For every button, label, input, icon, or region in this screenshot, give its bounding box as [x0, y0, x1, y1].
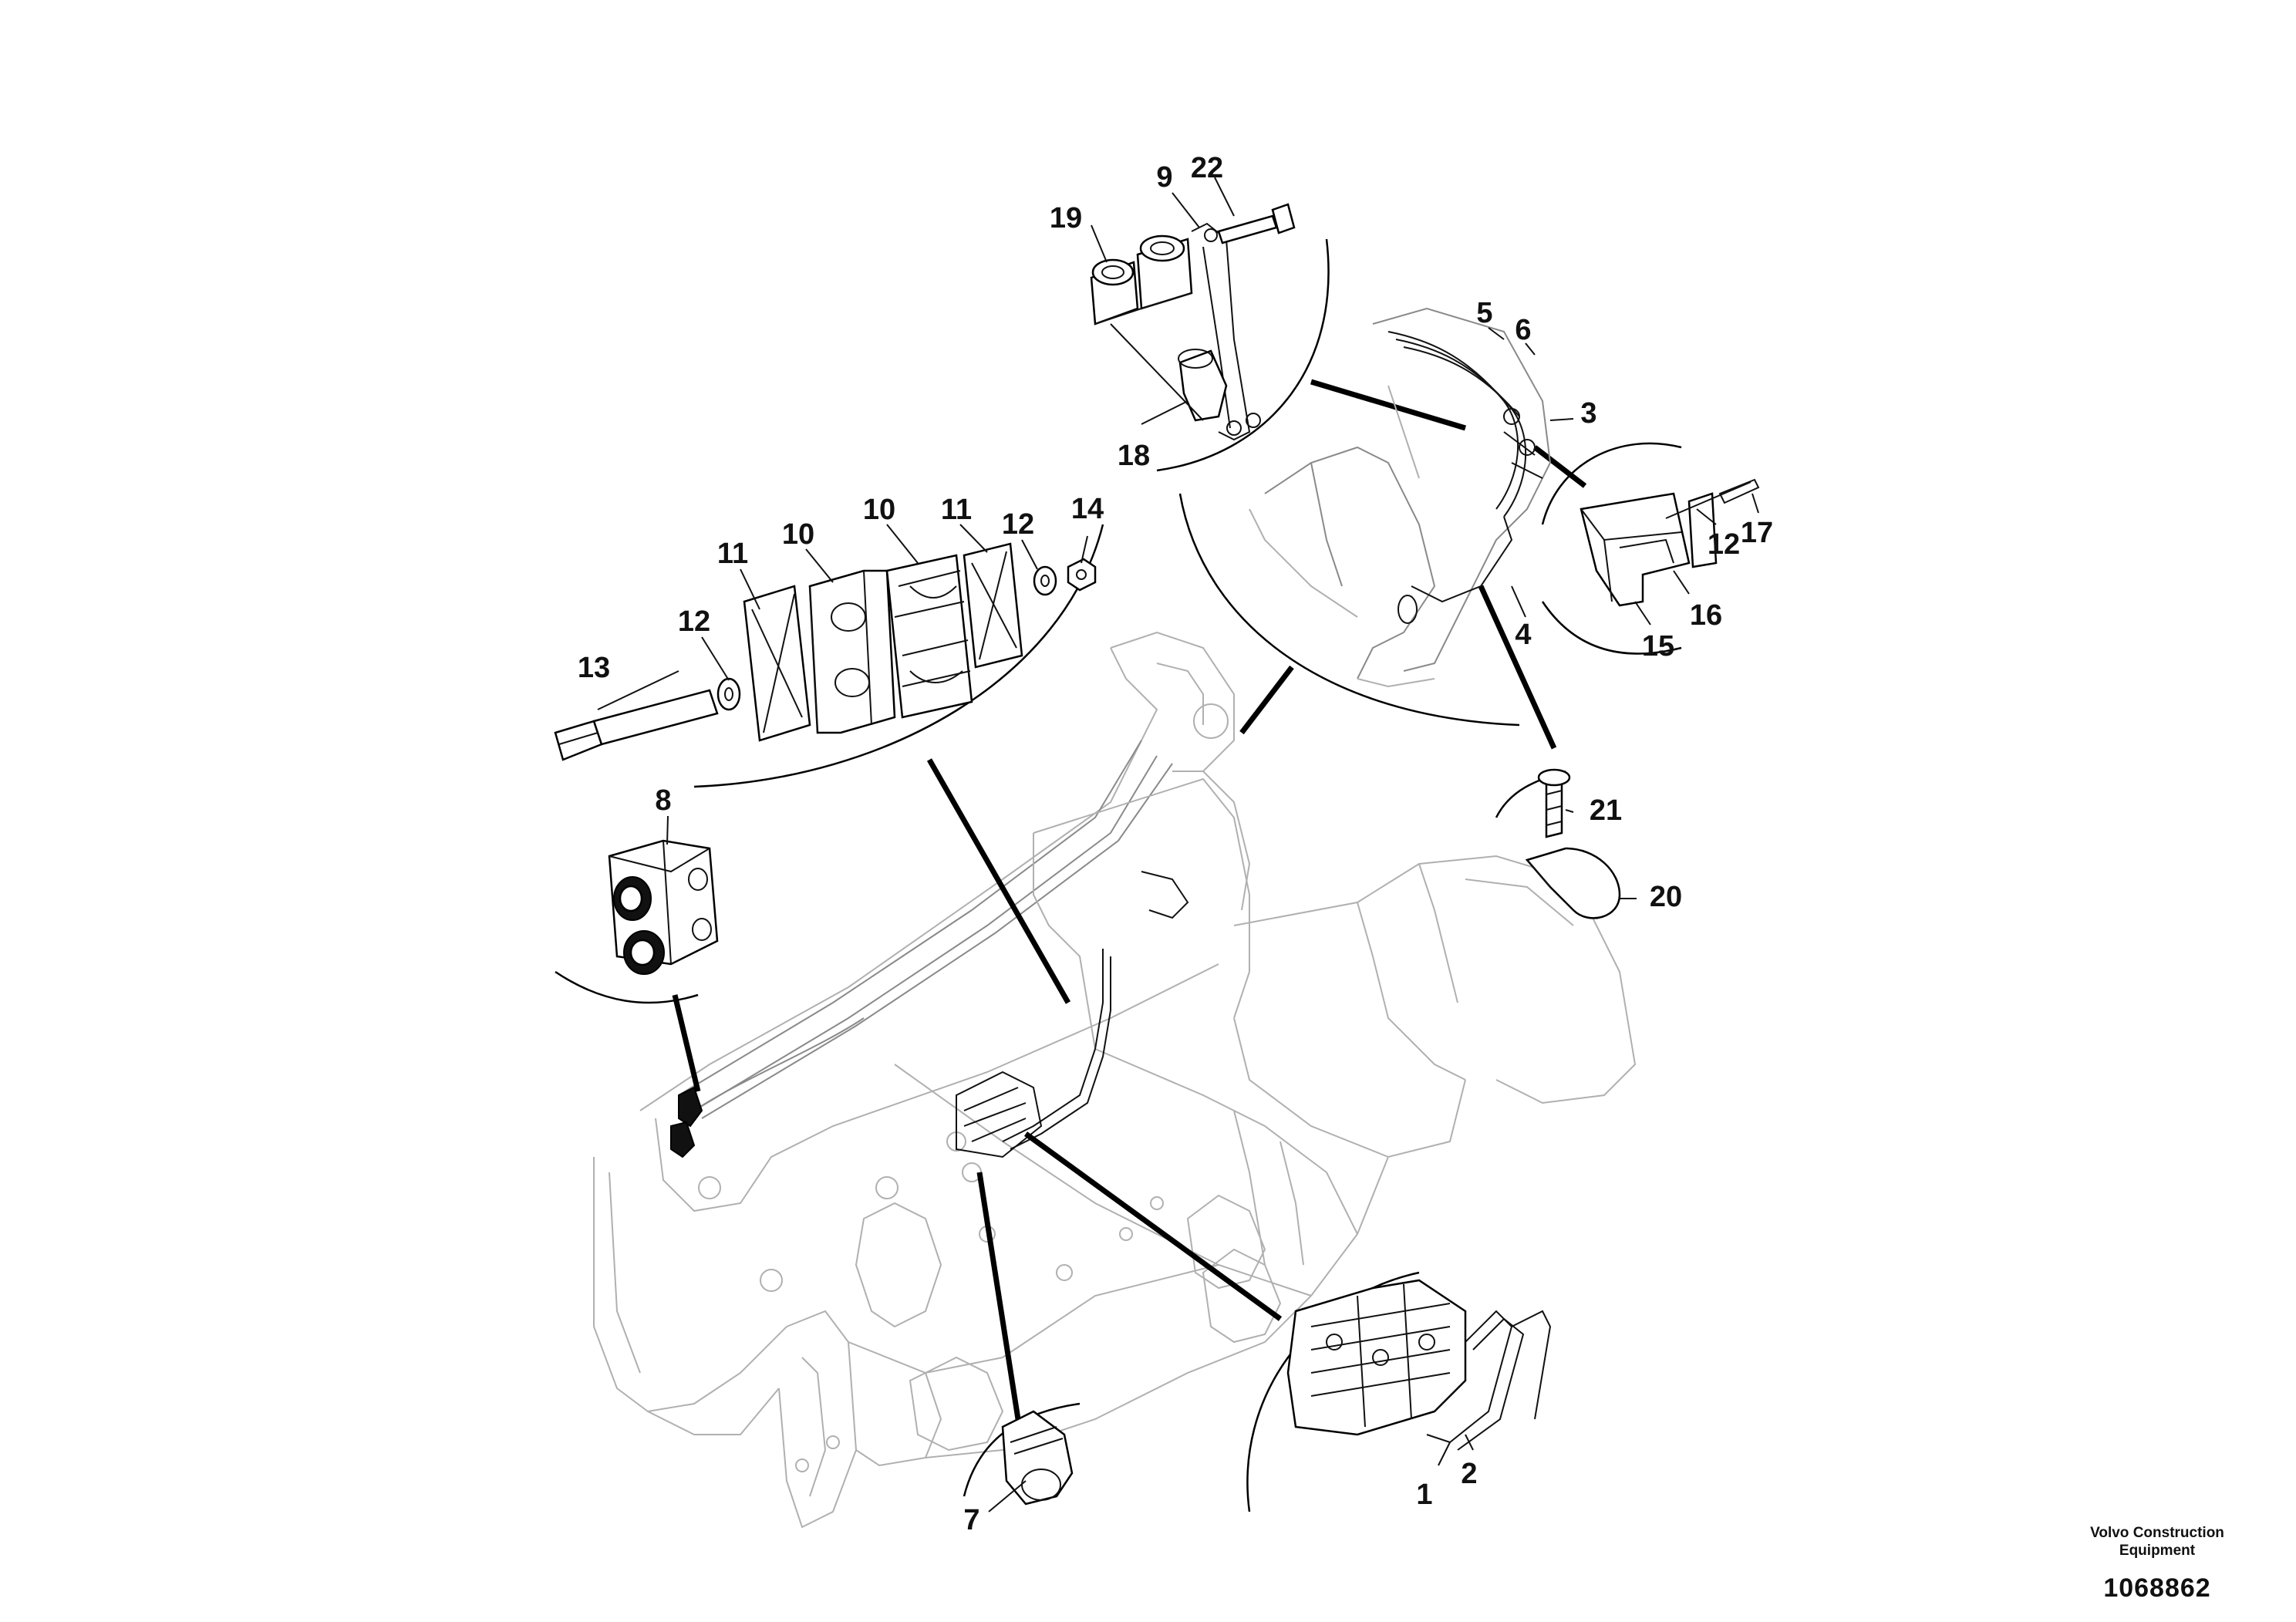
callout-numbers: 1 2 3 4 5 6 7 8 9 10 10 11 11 12 12 12 1…	[578, 152, 1773, 1536]
callout-7: 7	[963, 1504, 979, 1536]
callout-15: 15	[1642, 630, 1674, 663]
document-number: 1068862	[2103, 1573, 2211, 1603]
detail-fitting-7	[1001, 1410, 1074, 1506]
detail-clamp-20-21	[1525, 768, 1621, 919]
callout-20: 20	[1650, 881, 1682, 913]
callout-1: 1	[1416, 1479, 1432, 1511]
callout-10-right: 10	[863, 494, 895, 526]
callout-12-left: 12	[678, 605, 710, 638]
detail-top-fitting	[1090, 203, 1296, 441]
callout-3: 3	[1580, 397, 1596, 430]
company-name-line2: Equipment	[2119, 1543, 2196, 1559]
detail-hose-routing	[1249, 307, 1552, 688]
callout-8: 8	[655, 784, 671, 817]
callout-12-right: 12	[1002, 508, 1034, 541]
detail-clamp-stack	[554, 542, 1097, 761]
callout-4: 4	[1515, 619, 1531, 651]
callout-22: 22	[1191, 152, 1223, 184]
detail-coupler	[608, 839, 719, 975]
callout-21: 21	[1590, 794, 1622, 827]
detail-valve	[1286, 1279, 1552, 1451]
callout-5: 5	[1476, 297, 1492, 329]
callout-leaders	[597, 177, 1759, 1512]
callout-16: 16	[1690, 599, 1722, 632]
callout-14: 14	[1071, 493, 1104, 525]
detail-leaders	[555, 238, 1682, 1512]
callout-18: 18	[1118, 440, 1150, 472]
detail-bracket	[1580, 478, 1760, 607]
company-name-line1: Volvo Construction	[2090, 1525, 2224, 1541]
callout-19: 19	[1050, 202, 1082, 234]
callout-10-left: 10	[782, 518, 814, 551]
callout-11-right: 11	[941, 494, 972, 526]
callout-13: 13	[578, 652, 610, 684]
callout-11-left: 11	[717, 538, 748, 570]
diagram-footer: Volvo Construction Equipment 1068862	[2041, 1524, 2273, 1603]
callout-17: 17	[1741, 517, 1773, 549]
callout-6: 6	[1515, 314, 1531, 346]
callout-2: 2	[1461, 1458, 1477, 1490]
callout-9: 9	[1156, 161, 1172, 194]
callout-12-bracket: 12	[1708, 528, 1740, 561]
machine-frame	[593, 631, 1637, 1529]
